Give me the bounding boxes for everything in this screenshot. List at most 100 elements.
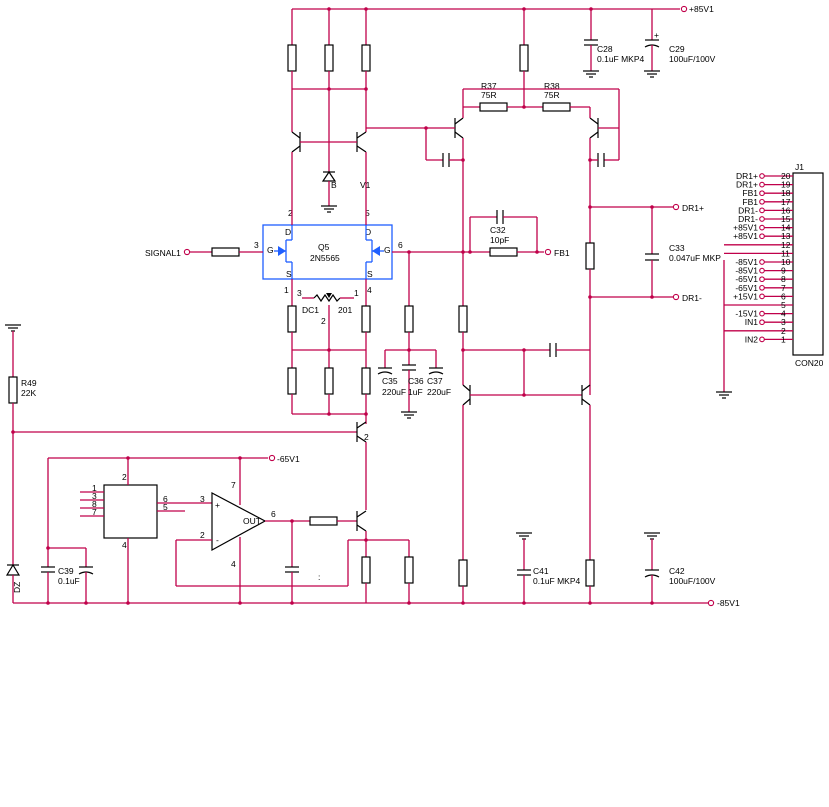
- resistor: [287, 305, 297, 333]
- top-rail: +85V1: [292, 4, 714, 14]
- pin-num: 3: [254, 240, 259, 250]
- r38-value: 75R: [544, 90, 560, 100]
- connector-pin-row: 2: [724, 326, 793, 336]
- connector-pin-terminal: [759, 319, 765, 326]
- output-lower: [458, 305, 595, 603]
- q5-g-right: G: [384, 245, 391, 255]
- dc1-ref: DC1: [302, 305, 319, 315]
- connector-pin-label: +85V1: [733, 223, 758, 233]
- resistor: [287, 367, 297, 395]
- connector-pin-number: 16: [781, 205, 791, 215]
- fb-pin: [544, 248, 552, 256]
- connector-pin-number: 7: [781, 283, 786, 293]
- fb-label: FB1: [554, 248, 570, 258]
- opamp-out-label: OUT: [243, 516, 261, 526]
- c35-value: 220uF: [382, 387, 406, 397]
- connector-pin-label: -85V1: [735, 266, 758, 276]
- connector-pin-number: 9: [781, 266, 786, 276]
- connector-pin-row: 11: [724, 248, 793, 258]
- c42-ref: C42: [669, 566, 685, 576]
- connector-pin-number: 18: [781, 188, 791, 198]
- connector-pins: 20DR1+19DR1+18FB117FB116DR1-15DR1-14+85V…: [724, 171, 793, 344]
- connector-pin-terminal: [759, 310, 765, 317]
- c33-value: 0.047uF MKP: [669, 253, 721, 263]
- connector-pin-row: 8 -65V1: [735, 274, 793, 284]
- connector-pin-terminal: [759, 198, 765, 205]
- connector-pin-label: -65V1: [735, 274, 758, 284]
- bypass-caps: C35 220uF C36 1uF C37 220uF: [377, 252, 451, 419]
- mark-v1: V1: [360, 180, 371, 190]
- dr-neg-pin: [672, 293, 680, 301]
- connector-pin-number: 3: [781, 317, 786, 327]
- connector-pin-row: 10-85V1: [735, 257, 793, 267]
- q5-jfet: 2 5 D D G G S S Q5 2N5565: [262, 208, 393, 280]
- connector-pin-terminal: [759, 224, 765, 231]
- connector-pin-label: DR1-: [738, 214, 758, 224]
- connector-pin-label: -85V1: [735, 257, 758, 267]
- c29-ref: C29: [669, 44, 685, 54]
- pin-num: 2: [288, 208, 293, 218]
- resistor: [519, 44, 529, 72]
- resistor: [361, 305, 371, 333]
- resistor: [361, 44, 371, 72]
- resistor: [8, 376, 18, 404]
- resistor: [361, 556, 371, 584]
- top-resistors: [287, 9, 371, 172]
- dr-neg-label: DR1-: [682, 293, 702, 303]
- connector-pin-terminal: [759, 190, 765, 197]
- c36-ref: C36: [408, 376, 424, 386]
- connector-pin-label: +85V1: [733, 231, 758, 241]
- resistor: [361, 367, 371, 395]
- connector-pin-number: 15: [781, 214, 791, 224]
- signal-input: SIGNAL1 3: [145, 240, 263, 258]
- c32-value: 10pF: [490, 235, 509, 245]
- pin-num: 1: [354, 288, 359, 298]
- pin-num: 6: [163, 494, 168, 504]
- connector-pin-label: DR1+: [736, 171, 758, 181]
- connector-pin-terminal: [759, 233, 765, 240]
- pin-num: 2: [364, 432, 369, 442]
- connector-pin-terminal: [759, 216, 765, 222]
- connector-pin-number: 2: [781, 326, 786, 336]
- q5-g-left: G: [267, 245, 274, 255]
- connector-pin-row: 9 -85V1: [735, 266, 793, 276]
- connector-pin-number: 19: [781, 180, 791, 190]
- resistor: [324, 44, 334, 72]
- dr-pos-label: DR1+: [682, 203, 704, 213]
- c28-value: 0.1uF MKP4: [597, 54, 645, 64]
- connector-pin-number: 8: [781, 274, 786, 284]
- c32-ref: C32: [490, 225, 506, 235]
- bottom-decoupling: C41 0.1uF MKP4 C42 100uF/100V: [516, 532, 716, 603]
- q5-part: 2N5565: [310, 253, 340, 263]
- resistor: [542, 102, 571, 112]
- q5-ref: Q5: [318, 242, 330, 252]
- pin-num: 1: [92, 483, 97, 493]
- c41-value: 0.1uF MKP4: [533, 576, 581, 586]
- pin-num: 3: [297, 288, 302, 298]
- minus-sign: -: [216, 535, 219, 545]
- connector-pin-label: FB1: [742, 197, 758, 207]
- mark-b: B: [331, 180, 337, 190]
- connector-pin-label: DR1-: [738, 205, 758, 215]
- neg65-label: -65V1: [277, 454, 300, 464]
- c29-value: 100uF/100V: [669, 54, 716, 64]
- q5-d-left: D: [285, 227, 291, 237]
- connector-pin-row: 4-15V1: [735, 309, 793, 319]
- pin-num: 2: [200, 530, 205, 540]
- connector-pin-row: 7 -65V1: [735, 283, 793, 293]
- connector-pin-row: 6+15V1: [733, 291, 793, 301]
- connector-j1: J1 CON20 20DR1+19DR1+18FB117FB116DR1-15D…: [716, 162, 824, 399]
- connector-pin-row: 12: [724, 240, 793, 250]
- connector-pin-row: 14+85V1: [733, 223, 793, 233]
- rail-pin-pos85: [680, 5, 688, 13]
- connector-pin-terminal: [759, 276, 765, 283]
- connector-pin-terminal: [759, 259, 765, 265]
- resistor: [287, 44, 297, 72]
- connector-pin-label: -65V1: [735, 283, 758, 293]
- c28-ref: C28: [597, 44, 613, 54]
- resistor: [309, 516, 338, 526]
- connector-pin-label: IN2: [745, 334, 759, 344]
